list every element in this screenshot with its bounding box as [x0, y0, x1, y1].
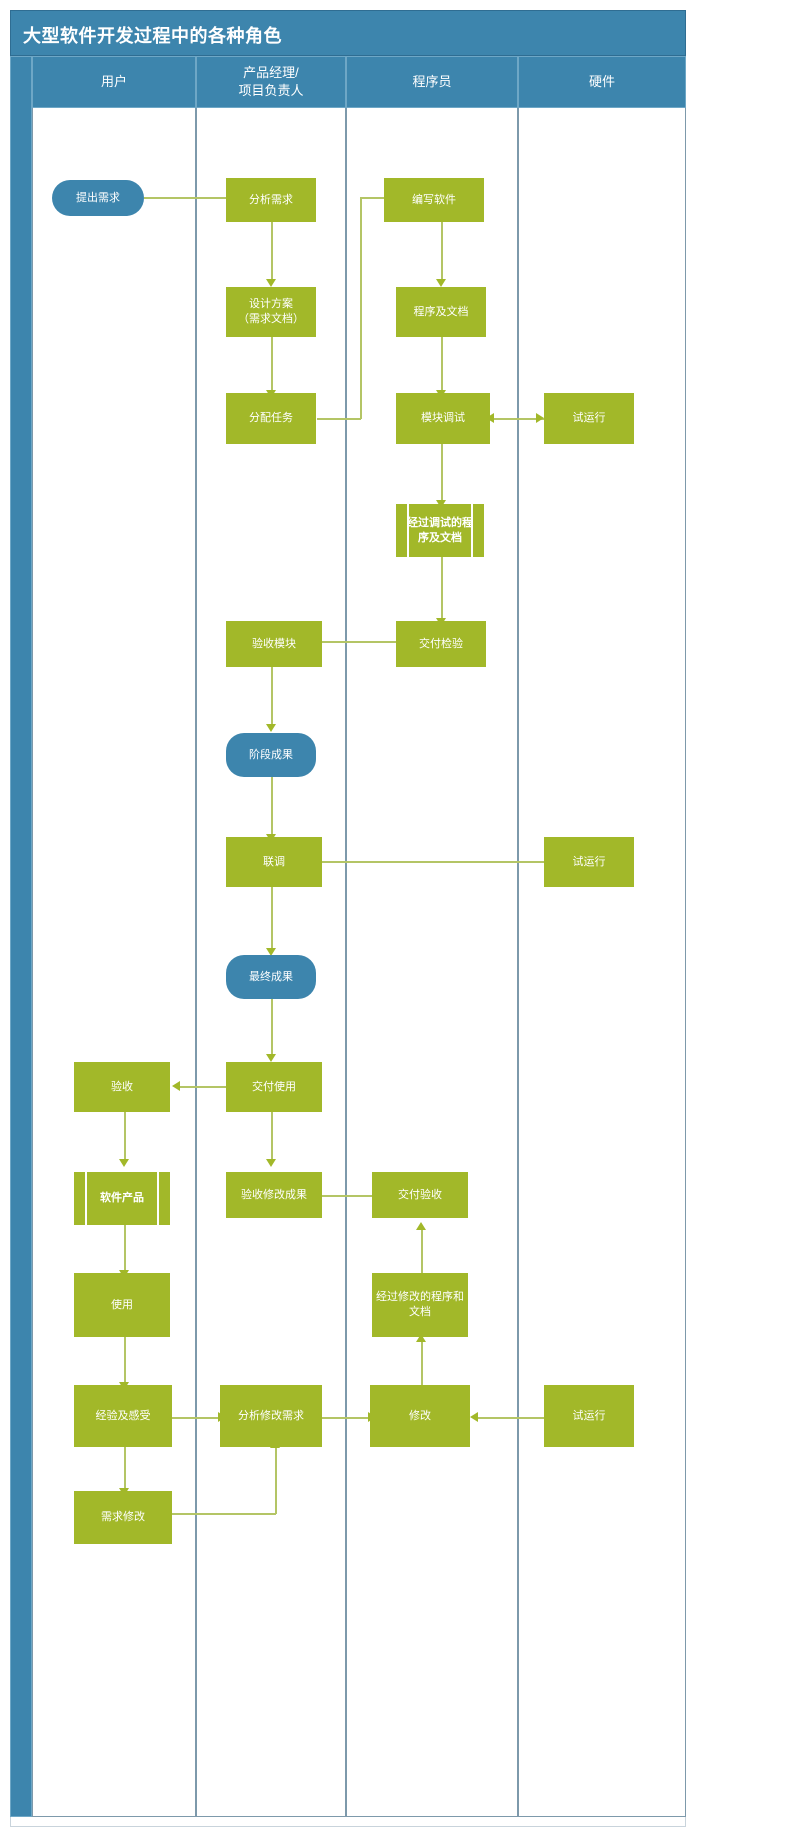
node-requirement-change[interactable]: 需求修改 [74, 1491, 172, 1544]
edge-n07-n08-arrow-right [536, 413, 544, 423]
node-analyze-modification-requirements[interactable]: 分析修改需求 [220, 1385, 322, 1447]
lane-gutter [10, 56, 32, 1817]
edge-n03-n05-arrow [436, 279, 446, 287]
edge-n04-n06 [271, 337, 273, 393]
node-design-proposal-line2: （需求文档） [238, 313, 304, 325]
edge-n23-n24 [172, 1417, 220, 1419]
edge-n07-n08-arrow-left [486, 413, 494, 423]
edge-n18-n21 [124, 1225, 126, 1273]
edge-n25-n22-arrow [416, 1334, 426, 1342]
node-stage-result[interactable]: 阶段成果 [226, 733, 316, 777]
page-title: 大型软件开发过程中的各种角色 [23, 26, 282, 46]
edge-n13-n15 [271, 887, 273, 951]
node-deliver-for-use[interactable]: 交付使用 [226, 1062, 322, 1112]
node-delivery-inspection[interactable]: 交付检验 [396, 621, 486, 667]
edge-n27-n24-h [172, 1513, 276, 1515]
edge-n06-n03-h1 [317, 418, 361, 420]
edge-n01-n02 [144, 197, 226, 199]
node-trial-run-2[interactable]: 试运行 [544, 837, 634, 887]
lane-header-pm-line1: 产品经理/ [243, 65, 299, 81]
lane-header-pm[interactable]: 产品经理/ 项目负责人 [196, 56, 346, 108]
edge-n22-n20-arrow [416, 1222, 426, 1230]
node-submit-requirements[interactable]: 提出需求 [52, 180, 144, 216]
lane-header-dev[interactable]: 程序员 [346, 56, 518, 108]
node-software-product[interactable]: 软件产品 [74, 1172, 170, 1225]
node-assign-tasks[interactable]: 分配任务 [226, 393, 316, 444]
node-final-result[interactable]: 最终成果 [226, 955, 316, 999]
edge-n25-n22 [421, 1337, 423, 1385]
edge-n20-n19 [322, 1195, 372, 1197]
node-accept-module[interactable]: 验收模块 [226, 621, 322, 667]
lane-body-user [32, 108, 196, 1817]
node-debugged-program-docs[interactable]: 经过调试的程 序及文档 [396, 504, 484, 557]
edge-n15-n17-arrow [266, 1054, 276, 1062]
edge-n02-n04 [271, 222, 273, 282]
edge-n03-n05 [441, 222, 443, 282]
node-analyze-requirements[interactable]: 分析需求 [226, 178, 316, 222]
edge-n09-n11 [441, 557, 443, 621]
node-design-proposal[interactable]: 设计方案 （需求文档） [226, 287, 316, 337]
edge-n13-n15-arrow [266, 948, 276, 956]
edge-n07-n08 [490, 418, 544, 420]
edge-n11-n10 [322, 641, 396, 643]
edge-n06-n03-h2 [360, 197, 384, 199]
node-acceptance[interactable]: 验收 [74, 1062, 170, 1112]
edge-n05-n07 [441, 337, 443, 393]
edge-n17-n16-arrow [172, 1081, 180, 1091]
title-bar: 大型软件开发过程中的各种角色 [10, 10, 686, 56]
edge-n02-n04-arrow [266, 279, 276, 287]
node-experience-and-feelings[interactable]: 经验及感受 [74, 1385, 172, 1447]
edge-n07-n09 [441, 444, 443, 504]
node-modify[interactable]: 修改 [370, 1385, 470, 1447]
node-modified-program-docs[interactable]: 经过修改的程序和 文档 [372, 1273, 468, 1337]
node-design-proposal-line1: 设计方案 [249, 298, 293, 311]
edge-n21-n23 [124, 1337, 126, 1385]
lane-body-dev [346, 108, 518, 1817]
node-accept-modification-result[interactable]: 验收修改成果 [226, 1172, 322, 1218]
edge-n06-n03-v [360, 197, 362, 419]
edge-n12-n13 [271, 777, 273, 837]
edge-n26-n25-arrow [470, 1412, 478, 1422]
edge-n26-n25 [478, 1417, 544, 1419]
lane-header-pm-line2: 项目负责人 [238, 83, 304, 98]
edge-n16-n18-arrow [119, 1159, 129, 1167]
edge-n17-n16 [180, 1086, 226, 1088]
edge-n27-n24-v [275, 1443, 277, 1514]
edge-n15-n17 [271, 999, 273, 1057]
lane-header-hardware[interactable]: 硬件 [518, 56, 686, 108]
edge-n17-n19-arrow [266, 1159, 276, 1167]
lane-header-user[interactable]: 用户 [32, 56, 196, 108]
edge-n16-n18 [124, 1112, 126, 1162]
node-joint-debug[interactable]: 联调 [226, 837, 322, 887]
node-trial-run-1[interactable]: 试运行 [544, 393, 634, 444]
edge-n17-n19 [271, 1112, 273, 1162]
edge-n14-n13 [322, 861, 544, 863]
node-program-and-docs[interactable]: 程序及文档 [396, 287, 486, 337]
edge-n22-n20 [421, 1225, 423, 1273]
node-write-software[interactable]: 编写软件 [384, 178, 484, 222]
edge-n23-n27 [124, 1443, 126, 1491]
node-modified-program-docs-line2: 文档 [409, 1306, 431, 1318]
node-trial-run-3[interactable]: 试运行 [544, 1385, 634, 1447]
lane-body-hardware [518, 108, 686, 1817]
node-module-debug[interactable]: 模块调试 [396, 393, 490, 444]
node-delivery-acceptance[interactable]: 交付验收 [372, 1172, 468, 1218]
node-debugged-program-docs-line2: 序及文档 [418, 531, 462, 544]
edge-n24-n25 [322, 1417, 370, 1419]
node-use[interactable]: 使用 [74, 1273, 170, 1337]
edge-n10-n12 [271, 667, 273, 727]
node-modified-program-docs-line1: 经过修改的程序和 [376, 1291, 464, 1304]
node-debugged-program-docs-line1: 经过调试的程 [407, 516, 473, 529]
edge-n10-n12-arrow [266, 724, 276, 732]
